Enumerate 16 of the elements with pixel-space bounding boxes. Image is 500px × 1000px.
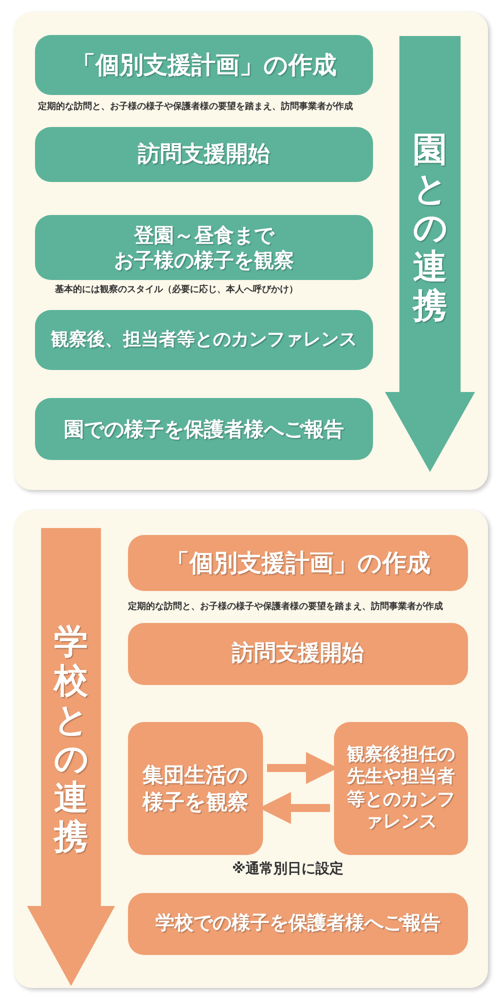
step-box: 学校での様子を保護者様へご報告 bbox=[128, 893, 468, 955]
step-box: 訪問支援開始 bbox=[128, 623, 468, 685]
step-box: 園での様子を保護者様へご報告 bbox=[35, 398, 373, 460]
note-text: ※通常別日に設定 bbox=[232, 860, 344, 878]
note-text: 定期的な訪問と、お子様の様子や保護者様の要望を踏まえ、訪問事業者が作成 bbox=[128, 600, 443, 613]
note-text: 定期的な訪問と、お子様の様子や保護者様の要望を踏まえ、訪問事業者が作成 bbox=[38, 100, 353, 113]
note-text: 基本的には観察のスタイル（必要に応じ、本人へ呼びかけ） bbox=[55, 283, 298, 296]
step-box: 訪問支援開始 bbox=[35, 127, 373, 182]
step-box: 登園～昼食までお子様の様子を観察 bbox=[35, 215, 373, 280]
arrow-label: 学校との連携 bbox=[54, 623, 88, 858]
arrow-label: 園との連携 bbox=[413, 131, 447, 326]
step-box: 「個別支援計画」の作成 bbox=[35, 35, 373, 95]
step-box: 「個別支援計画」の作成 bbox=[128, 535, 468, 591]
step-box: 観察後、担当者等とのカンファレンス bbox=[35, 310, 373, 370]
step-box: 観察後担任の先生や担当者等とのカンファレンス bbox=[334, 722, 468, 855]
step-box: 集団生活の様子を観察 bbox=[128, 722, 263, 855]
